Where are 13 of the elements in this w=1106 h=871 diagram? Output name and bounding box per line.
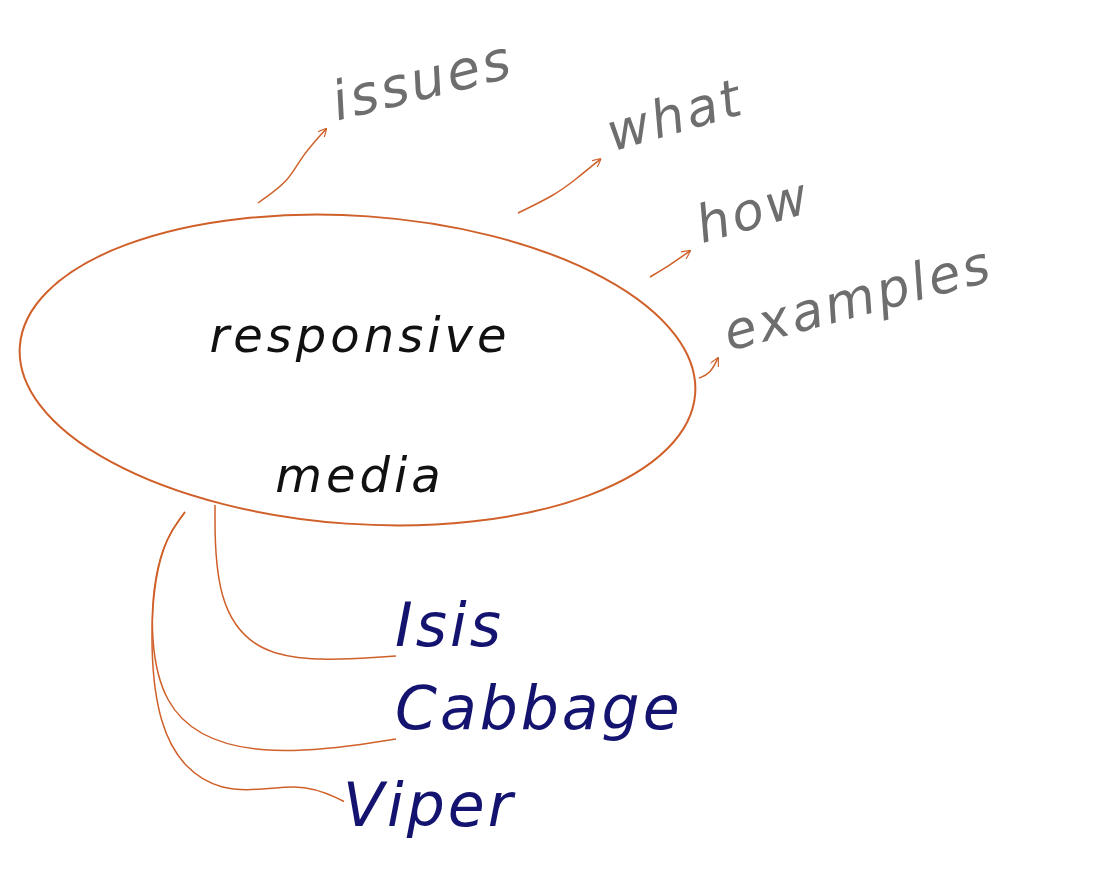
arrow (649, 249, 692, 278)
node-label: responsive media (208, 306, 512, 505)
connector-line (151, 511, 345, 803)
node-label: what (599, 66, 751, 164)
node-label: issues (325, 27, 520, 133)
arrow (517, 157, 602, 214)
arrow (698, 356, 719, 379)
arrow (257, 127, 328, 204)
node-label: how (689, 165, 818, 255)
node-label: Viper (343, 770, 516, 840)
node-label: Cabbage (395, 673, 683, 743)
node-label: Isis (395, 590, 504, 660)
connector-line (214, 504, 397, 660)
